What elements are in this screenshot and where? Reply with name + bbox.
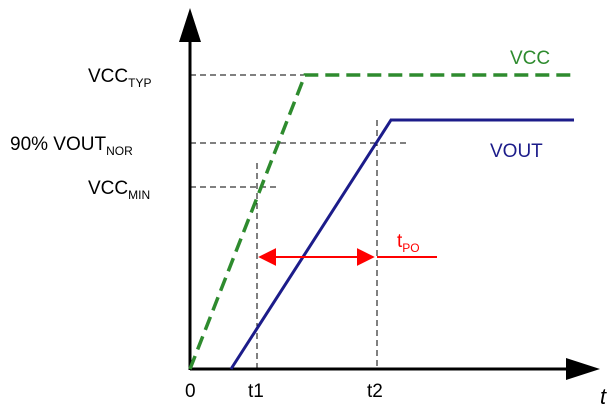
vout-nor-label: 90% VOUTNOR: [10, 134, 133, 158]
t1-label: t1: [248, 381, 264, 402]
vcc-min-label-main: VCC: [88, 178, 128, 199]
tpo-label-main: t: [397, 231, 403, 252]
t2-label: t2: [367, 381, 383, 402]
vcc-min-label-sub: MIN: [128, 188, 150, 202]
vcc-curve: [188, 73, 575, 370]
tpo-marker: tPO: [258, 231, 437, 266]
vcc-typ-label-main: VCC: [88, 66, 128, 87]
x-origin-label: 0: [185, 381, 196, 402]
vout-nor-label-main: 90% VOUT: [10, 134, 106, 155]
guide-lines: [190, 74, 410, 369]
vcc-curve-label: VCC: [510, 48, 550, 69]
vcc-typ-label-sub: TYP: [128, 76, 151, 90]
vout-curve: [229, 118, 574, 370]
vout-nor-label-sub: NOR: [106, 144, 133, 158]
x-axis-label: t: [600, 384, 607, 409]
tpo-label-sub: PO: [402, 241, 419, 255]
vcc-min-label: VCCMIN: [88, 178, 150, 202]
x-axis-arrowhead: [566, 358, 600, 380]
vout-curve-label: VOUT: [490, 141, 543, 162]
vcc-typ-label: VCCTYP: [88, 66, 151, 90]
tpo-label: tPO: [397, 231, 420, 255]
axes: [179, 8, 600, 380]
y-axis-arrowhead: [179, 8, 201, 42]
